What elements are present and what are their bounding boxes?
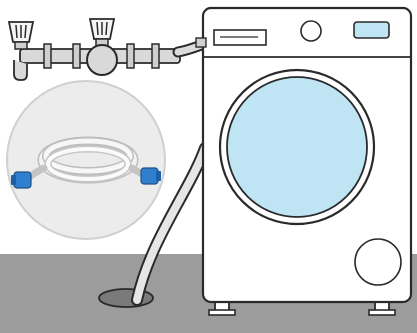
door-glass [227,77,367,217]
display-panel [354,22,389,38]
program-knob [301,21,321,41]
inlet-connector [196,38,206,47]
hose-coil-inset [7,81,165,239]
washing-machine-icon [203,8,411,315]
water-valve-icon [87,19,117,75]
service-hatch [355,239,401,285]
